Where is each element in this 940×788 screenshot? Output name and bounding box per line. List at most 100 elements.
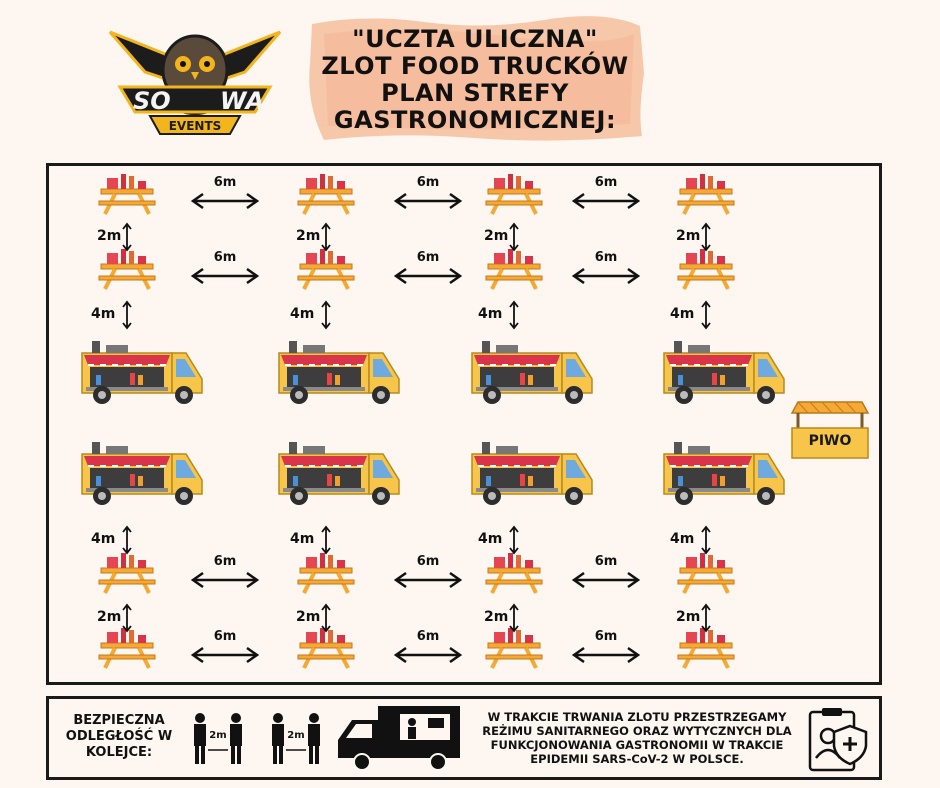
distance-label-6m: 6m [416,175,440,190]
distance-arrow-vertical [509,526,519,554]
distance-label-4m: 4m [290,306,315,322]
plan-frame [46,163,882,685]
distance-arrow-vertical [321,223,331,251]
distance-label-6m: 6m [213,175,237,190]
distance-label-4m: 4m [91,531,116,547]
distance-label-2m: 2m [97,228,122,244]
distance-label-4m: 4m [91,306,116,322]
distance-arrow-horizontal [394,571,462,589]
distance-arrow-vertical [321,526,331,554]
distance-label-6m: 6m [594,554,618,569]
logo-text-left: SO [133,87,171,115]
picnic-table [97,551,157,595]
footer-people-icon-1 [194,713,242,764]
distance-arrow-horizontal [394,646,462,664]
picnic-table [296,626,356,670]
beer-stand-label: PIWO [808,433,852,449]
footer-gap-label-1: 2m [209,730,226,741]
title-line-4: GASTRONOMICZNEJ: [333,106,617,134]
distance-label-2m: 2m [296,609,321,625]
distance-label-4m: 4m [670,306,695,322]
distance-arrow-horizontal [572,571,640,589]
picnic-table [484,172,544,216]
title-line-3: PLAN STREFY [381,79,569,107]
title-line-2: ZLOT FOOD TRUCKÓW [321,52,629,80]
food-truck [663,441,785,506]
distance-arrow-vertical [701,604,711,632]
picnic-table [676,626,736,670]
footer-truck-icon [338,706,460,771]
distance-arrow-vertical [122,301,132,329]
page-title: "UCZTA ULICZNA" ZLOT FOOD TRUCKÓW PLAN S… [304,20,646,140]
food-truck [81,340,203,405]
distance-label-2m: 2m [676,228,701,244]
food-truck [278,441,400,506]
distance-arrow-horizontal [191,267,259,285]
distance-arrow-horizontal [191,192,259,210]
picnic-table [484,551,544,595]
distance-label-6m: 6m [213,250,237,265]
distance-arrow-vertical [122,604,132,632]
food-truck [278,340,400,405]
distance-arrow-vertical [122,223,132,251]
food-truck [81,441,203,506]
distance-label-6m: 6m [213,629,237,644]
logo-text-right: WA [220,87,264,115]
distance-arrow-vertical [701,223,711,251]
distance-arrow-horizontal [191,646,259,664]
distance-arrow-vertical [701,526,711,554]
distance-arrow-vertical [509,301,519,329]
picnic-table [296,247,356,291]
food-truck [471,441,593,506]
picnic-table [97,247,157,291]
distance-label-2m: 2m [484,228,509,244]
sowa-events-logo: SO WA EVENTS [108,30,282,135]
distance-label-6m: 6m [594,629,618,644]
distance-label-6m: 6m [594,175,618,190]
title-watercolor-background [309,16,644,141]
distance-label-4m: 4m [670,531,695,547]
picnic-table [97,626,157,670]
distance-arrow-horizontal [191,571,259,589]
food-truck [471,340,593,405]
distance-arrow-horizontal [394,267,462,285]
picnic-table [484,247,544,291]
distance-label-4m: 4m [478,306,503,322]
distance-label-6m: 6m [594,250,618,265]
logo-subtext: EVENTS [169,119,222,133]
footer-people-icon-2 [272,713,320,764]
sanitary-notice: W TRAKCIE TRWANIA ZLOTU PRZESTRZEGAMY RE… [482,710,792,766]
distance-label-2m: 2m [296,228,321,244]
distance-arrow-horizontal [572,267,640,285]
footer-frame [46,696,882,780]
distance-label-6m: 6m [416,554,440,569]
picnic-table [676,247,736,291]
distance-label-6m: 6m [416,250,440,265]
picnic-table [676,172,736,216]
distance-arrow-vertical [321,604,331,632]
distance-label-2m: 2m [484,609,509,625]
picnic-table [484,626,544,670]
beer-stand [790,401,870,459]
distance-label-2m: 2m [676,609,701,625]
footer-gap-label-2: 2m [287,730,304,741]
distance-arrow-horizontal [572,646,640,664]
distance-label-6m: 6m [416,629,440,644]
title-line-1: "UCZTA ULICZNA" [352,25,598,53]
picnic-table [296,551,356,595]
distance-label-6m: 6m [213,554,237,569]
distance-label-4m: 4m [290,531,315,547]
clipboard-health-icon [808,708,868,772]
distance-arrow-horizontal [572,192,640,210]
distance-arrow-vertical [509,223,519,251]
picnic-table [676,551,736,595]
distance-arrow-vertical [321,301,331,329]
distance-arrow-vertical [122,526,132,554]
picnic-table [97,172,157,216]
food-truck [663,340,785,405]
distance-label-2m: 2m [97,609,122,625]
picnic-table [296,172,356,216]
distance-arrow-horizontal [394,192,462,210]
distance-arrow-vertical [701,301,711,329]
